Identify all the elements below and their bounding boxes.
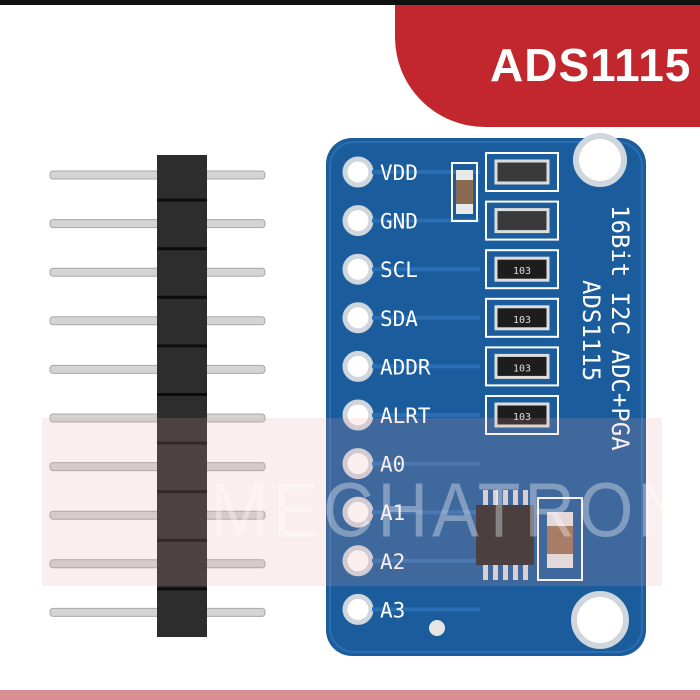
banner-title: ADS1115 <box>490 39 692 91</box>
bottom-border <box>0 690 700 700</box>
pin-label-alrt: ALRT <box>380 404 431 428</box>
pin-pad <box>342 205 374 237</box>
title-banner <box>395 5 700 127</box>
pin-pad <box>342 448 374 480</box>
resistor <box>494 208 550 234</box>
pin-pad <box>342 350 374 382</box>
silkscreen-line1: 16Bit I2C ADC+PGA <box>606 205 634 451</box>
pin-pad <box>342 593 374 625</box>
pin-label-a1: A1 <box>380 501 405 525</box>
resistor <box>494 305 550 331</box>
resistor <box>494 353 550 379</box>
resistor <box>494 402 550 428</box>
pin-label-a0: A0 <box>380 453 405 477</box>
pin-label-gnd: GND <box>380 210 418 234</box>
resistor <box>494 256 550 282</box>
svg-text:103: 103 <box>513 412 531 423</box>
watermark-text: MECHATRON <box>210 467 692 553</box>
adc-chip <box>476 490 534 580</box>
top-border <box>0 0 700 5</box>
pin-pad <box>342 156 374 188</box>
pin-label-a3: A3 <box>380 598 405 622</box>
pin-label-sda: SDA <box>380 307 418 331</box>
svg-text:103: 103 <box>513 266 531 277</box>
pin-pad <box>342 545 374 577</box>
svg-text:103: 103 <box>513 363 531 374</box>
resistor <box>494 159 550 185</box>
silkscreen-line2: ADS1115 <box>577 280 605 381</box>
pin-label-vdd: VDD <box>380 161 418 185</box>
pin-label-a2: A2 <box>380 550 405 574</box>
pin-label-addr: ADDR <box>380 355 431 379</box>
pin-label-scl: SCL <box>380 258 418 282</box>
watermark-band <box>42 418 662 586</box>
pin-pad <box>342 399 374 431</box>
pin-pad <box>342 496 374 528</box>
svg-text:103: 103 <box>513 315 531 326</box>
pin-pad <box>342 302 374 334</box>
pin-pad <box>342 253 374 285</box>
pin-header <box>49 155 266 637</box>
